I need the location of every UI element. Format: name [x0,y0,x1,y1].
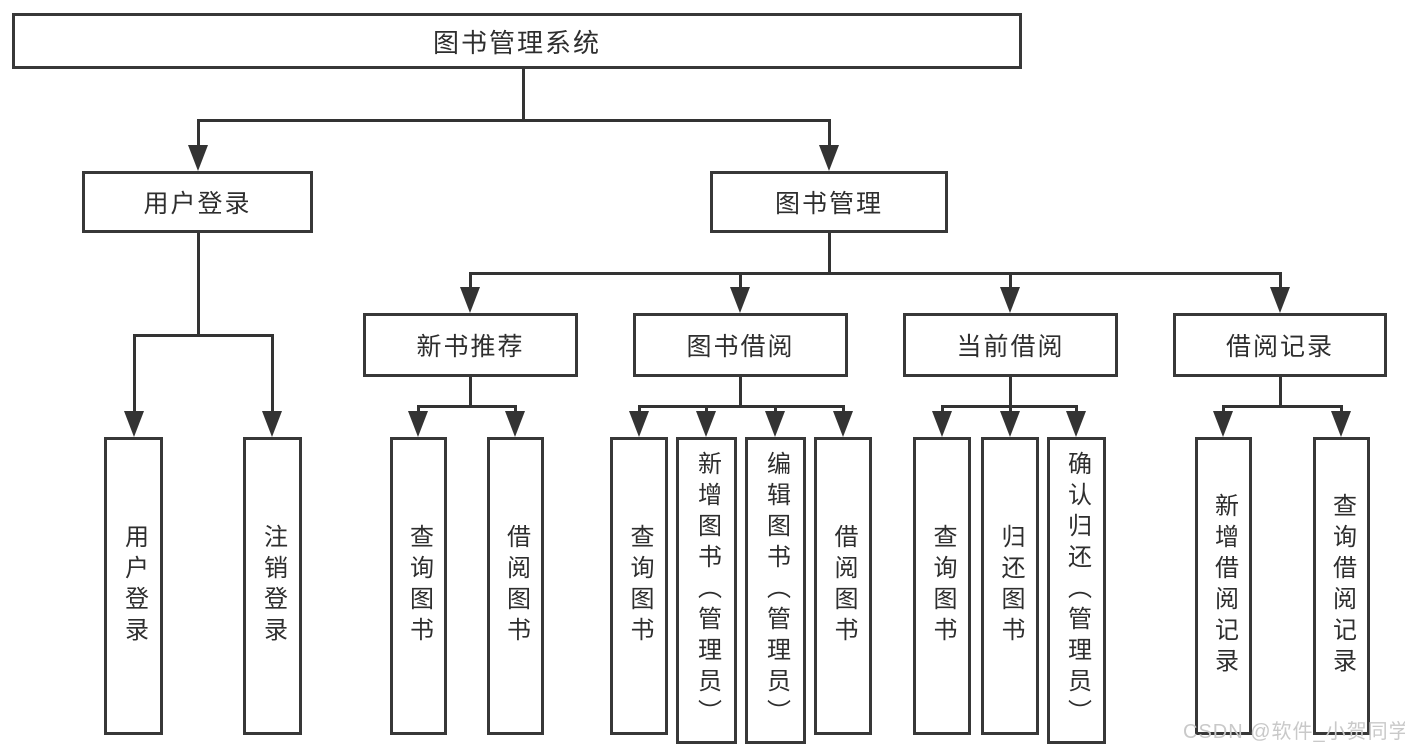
leaf-label: 注销登录 [259,524,287,648]
arrowhead-current-query [932,411,952,437]
connector-drop-borrowing-query [638,405,641,414]
connector-root-drop-book-management [828,119,831,149]
csdn-watermark: CSDN @软件_小贺同学 [1183,721,1405,743]
arrowhead-current-borrowing [1000,287,1020,313]
arrowhead-borrowing-edit [765,411,785,437]
arrowhead-records-add [1213,411,1233,437]
leaf-label: 借阅图书 [830,524,857,648]
connector-book-borrowing-hbar [638,405,844,408]
leaf-label: 新增图书（管理员） [693,451,721,730]
node-book-management: 图书管理 [710,171,948,233]
leaf-newrec-borrow-books: 借阅图书 [487,437,544,735]
leaf-current-return-books: 归还图书 [981,437,1039,735]
arrowhead-user-login [188,145,208,171]
connector-drop-current-query [941,405,944,414]
leaf-label: 确认归还（管理员） [1063,451,1091,730]
leaf-label: 新增借阅记录 [1210,493,1238,679]
connector-drop-borrowing-edit [774,405,777,414]
leaf-records-query-borrow-record: 查询借阅记录 [1313,437,1370,735]
connector-drop-new-recommendation [469,272,472,290]
connector-user-login-hbar [133,334,273,337]
leaf-logout: 注销登录 [243,437,302,735]
connector-root-drop-user-login [197,119,200,149]
leaf-newrec-query-books: 查询图书 [390,437,447,735]
leaf-label: 借阅图书 [502,524,530,648]
leaf-borrowing-edit-books-admin: 编辑图书（管理员） [745,437,806,744]
arrowhead-leaf-user-login [124,411,144,437]
connector-drop-book-borrowing [739,272,742,290]
arrowhead-borrowing-add [696,411,716,437]
node-library-management-system: 图书管理系统 [12,13,1022,69]
leaf-label: 编辑图书（管理员） [762,451,790,730]
connector-drop-newrec-borrow [514,405,517,414]
node-label: 新书推荐 [416,333,525,361]
arrowhead-records-query [1331,411,1351,437]
connector-drop-current-confirm [1075,405,1078,414]
connector-book-management-stem [828,233,831,275]
node-label: 图书管理 [774,190,883,218]
node-book-borrowing: 图书借阅 [633,313,848,377]
node-user-login: 用户登录 [82,171,313,233]
arrowhead-leaf-logout [262,411,282,437]
arrowhead-new-recommendation [460,287,480,313]
node-label: 借阅记录 [1225,333,1334,361]
connector-drop-borrowing-records [1279,272,1282,290]
leaf-label: 归还图书 [997,524,1024,648]
arrowhead-borrowing-query [629,411,649,437]
connector-drop-leaf-logout [271,334,274,414]
leaf-label: 查询图书 [929,524,956,648]
leaf-borrowing-add-books-admin: 新增图书（管理员） [676,437,737,744]
arrowhead-borrowing-records [1270,287,1290,313]
node-label: 图书借阅 [686,333,795,361]
leaf-borrowing-borrow-books: 借阅图书 [814,437,872,735]
connector-drop-current-borrowing [1009,272,1012,290]
node-label: 用户登录 [143,190,252,218]
arrowhead-current-confirm [1066,411,1086,437]
arrowhead-book-management [819,145,839,171]
node-label: 图书管理系统 [432,27,601,58]
connector-book-borrowing-stem [739,377,742,407]
connector-new-recommendation-hbar [417,405,516,408]
arrowhead-newrec-query [408,411,428,437]
connector-drop-newrec-query [417,405,420,414]
leaf-label: 查询图书 [405,524,433,648]
leaf-label: 查询图书 [626,524,653,648]
connector-drop-borrowing-borrow [842,405,845,414]
connector-drop-records-add [1222,405,1225,414]
connector-borrowing-records-hbar [1222,405,1342,408]
leaf-label: 查询借阅记录 [1328,493,1356,679]
connector-borrowing-records-stem [1279,377,1282,407]
leaf-label: 用户登录 [120,524,148,648]
leaf-current-query-books: 查询图书 [913,437,971,735]
connector-drop-borrowing-add [705,405,708,414]
connector-current-borrowing-stem [1009,377,1012,407]
connector-drop-leaf-user-login [133,334,136,414]
leaf-user-login: 用户登录 [104,437,163,735]
arrowhead-book-borrowing [730,287,750,313]
node-borrowing-records: 借阅记录 [1173,313,1387,377]
arrowhead-borrowing-borrow [833,411,853,437]
node-new-book-recommendation: 新书推荐 [363,313,578,377]
connector-book-management-hbar [469,272,1282,275]
arrowhead-current-return [1000,411,1020,437]
connector-user-login-stem [197,233,200,336]
leaf-current-confirm-return-admin: 确认归还（管理员） [1047,437,1106,744]
connector-new-recommendation-stem [469,377,472,407]
leaf-borrowing-query-books: 查询图书 [610,437,668,735]
connector-root-stem [522,68,525,122]
connector-drop-records-query [1340,405,1343,414]
connector-root-hbar [197,119,830,122]
node-current-borrowing: 当前借阅 [903,313,1118,377]
leaf-records-add-borrow-record: 新增借阅记录 [1195,437,1252,735]
arrowhead-newrec-borrow [505,411,525,437]
node-label: 当前借阅 [956,333,1065,361]
connector-drop-current-return [1009,405,1012,414]
